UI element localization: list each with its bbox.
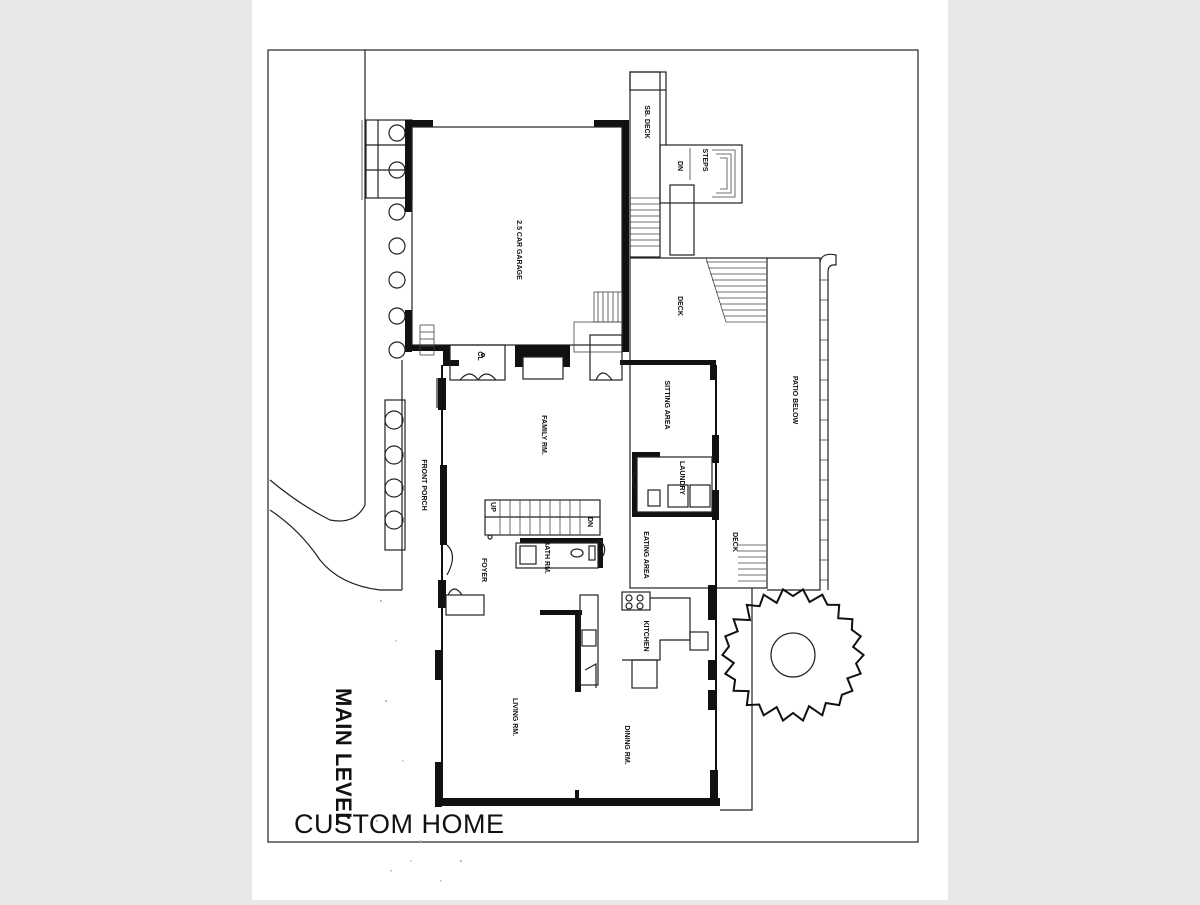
label-patio-below: PATIO BELOW [791,376,798,425]
tree-symbol [720,587,866,723]
label-bath-rm: BATH RM. [543,540,550,574]
label-family-rm: FAMILY RM. [540,415,547,455]
label-living-rm: LIVING RM. [511,698,518,736]
kitchen-fixtures [579,591,709,689]
label-foyer: FOYER [480,558,487,582]
main-deck [629,257,768,589]
patio [720,253,837,811]
top-closets [449,334,623,381]
label-deck-upper: DECK [676,296,683,316]
label-dn-stair: DN [586,517,593,527]
walkway-curve [269,509,402,591]
foyer-closet [436,378,485,616]
label-steps: STEPS [701,149,708,172]
sheet-border [267,49,919,843]
label-sitting-area: SITTING AREA [663,380,670,429]
label-dining-rm: DINING RM. [623,725,630,764]
laundry-fixtures [631,456,713,513]
level-label: MAIN LEVEL [331,688,356,826]
upper-deck [629,71,743,258]
label-cl: CL [476,351,483,361]
bath-fixtures [515,539,606,569]
label-eating-area: EATING AREA [642,531,649,578]
property-line-left [269,50,366,522]
label-garage: 2.5 CAR GARAGE [515,220,522,280]
house-walls [435,345,720,807]
sheet-title: CUSTOM HOME [294,809,505,839]
label-up: UP [489,502,496,512]
main-stair [484,499,601,540]
room-labels: 2.5 CAR GARAGE SB. DECK STEPS DN DECK PA… [420,105,798,764]
label-laundry: LAUNDRY [678,461,685,495]
label-dn-steps: DN [676,161,683,171]
garage [405,120,629,356]
paper-sheet [252,0,948,900]
label-deck-lower: DECK [731,532,738,552]
label-kitchen: KITCHEN [642,620,649,651]
label-front-porch: FRONT PORCH [420,459,427,510]
scan-noise [376,600,462,882]
label-sb-deck: SB. DECK [643,105,650,138]
